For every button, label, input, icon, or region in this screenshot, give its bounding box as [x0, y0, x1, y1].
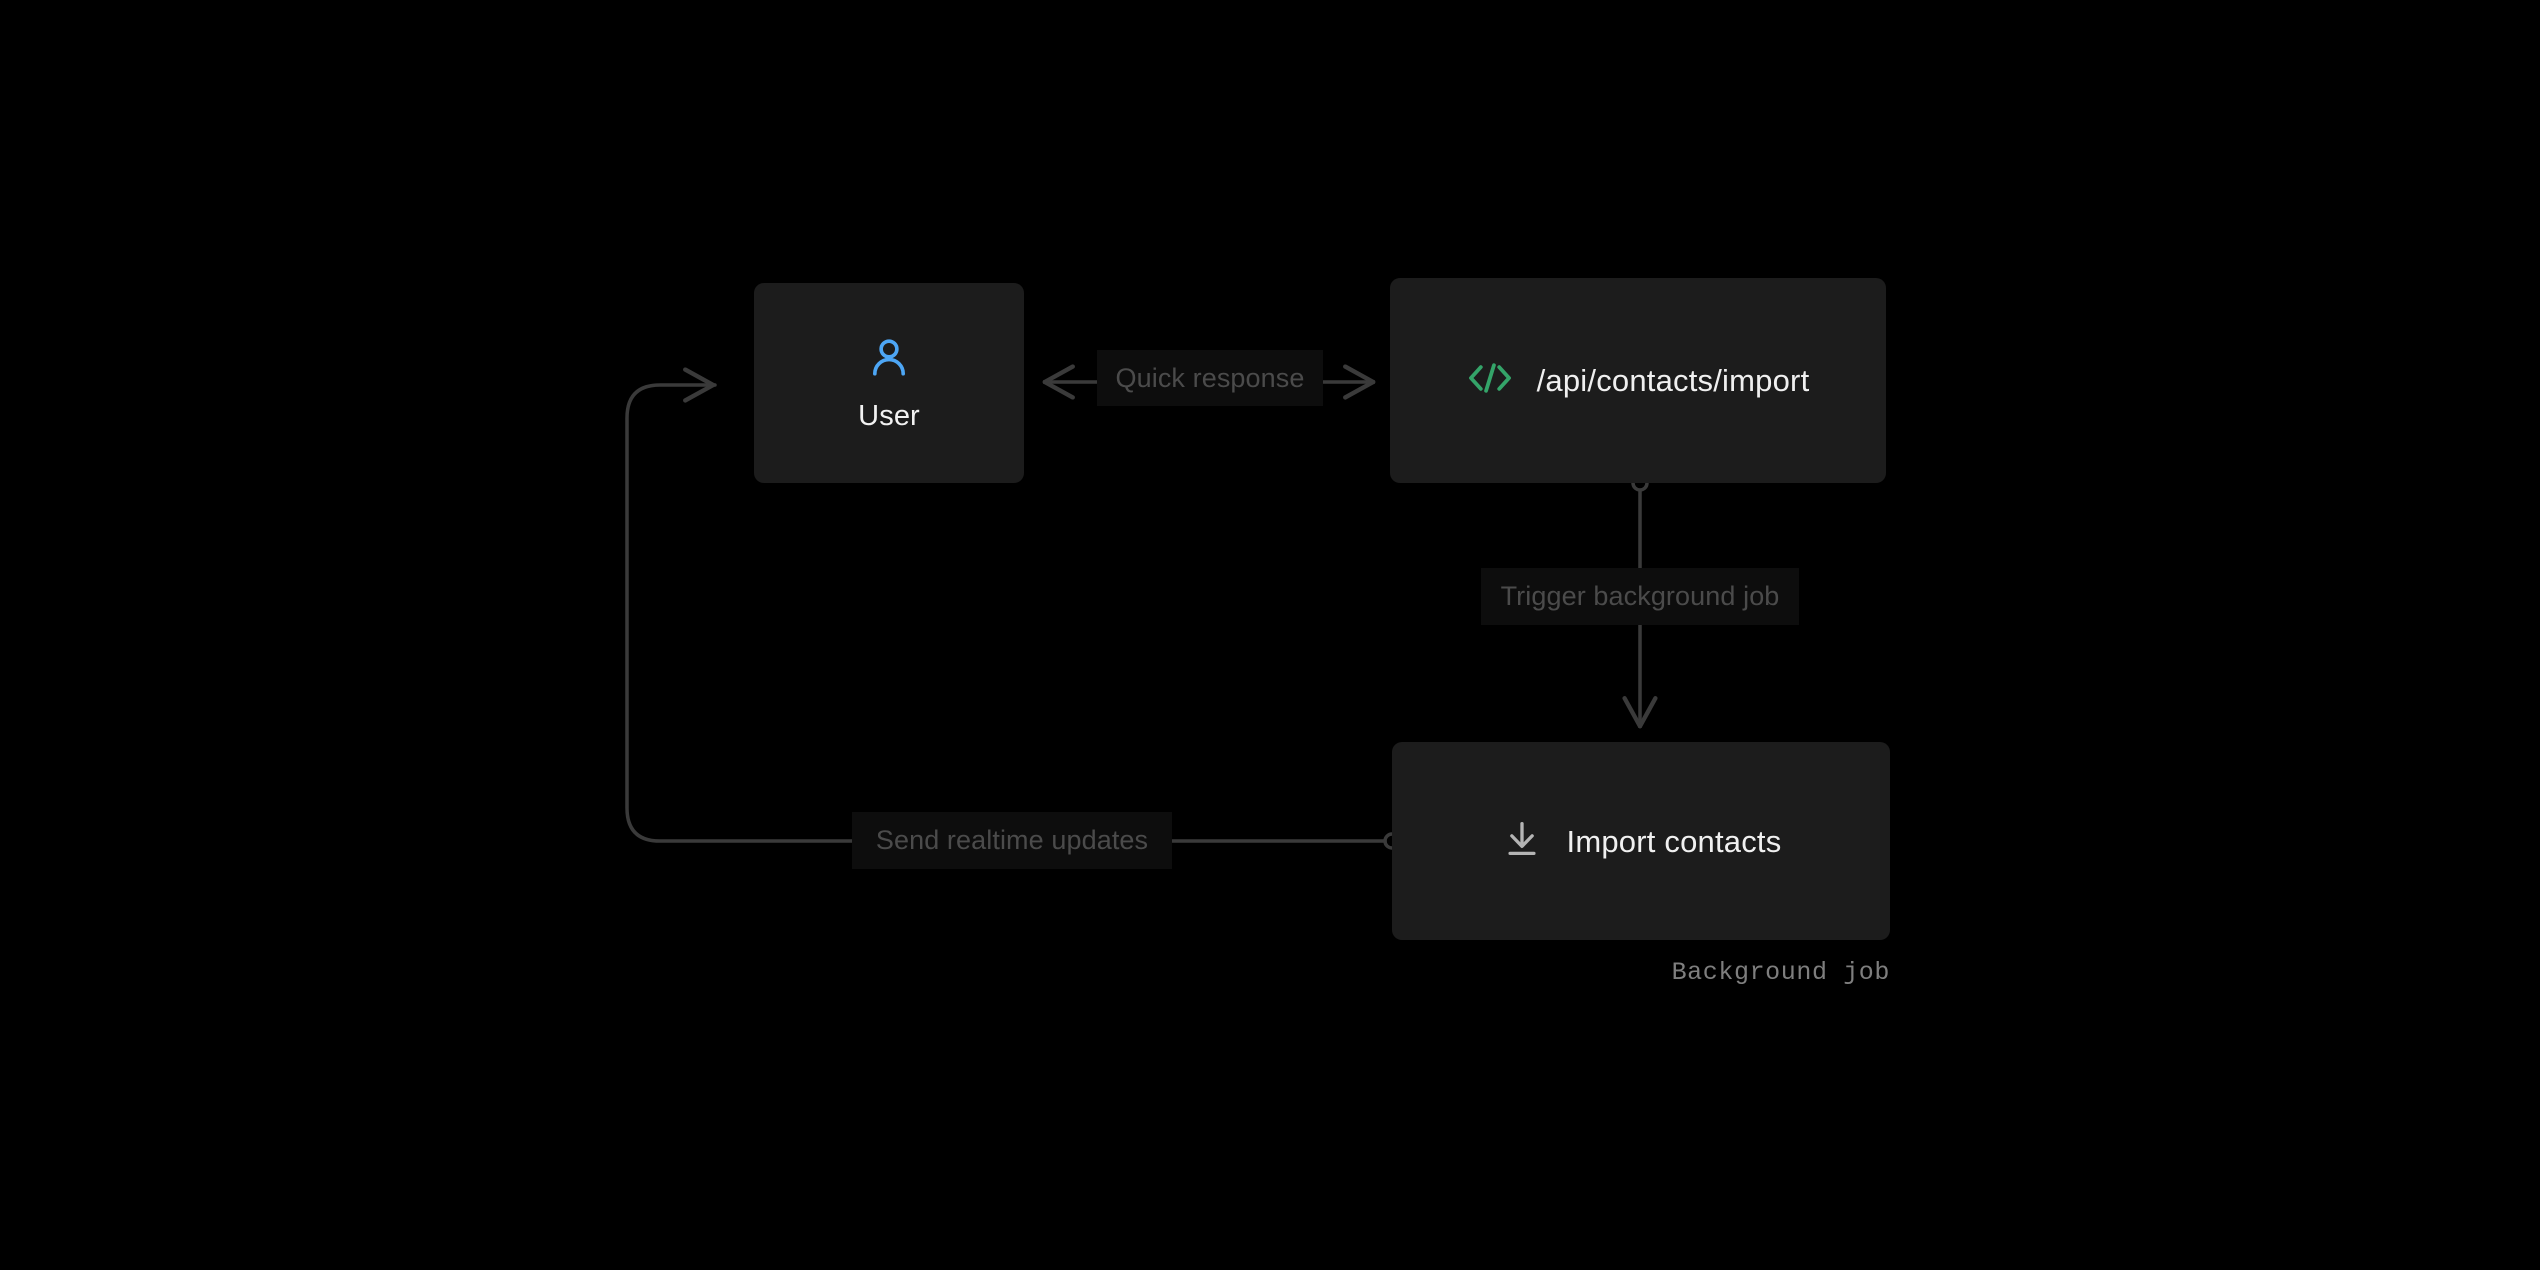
edge-label-quick-response: Quick response [1097, 350, 1323, 406]
edge-label-trigger-background-job: Trigger background job [1481, 568, 1799, 625]
node-import-contacts-label: Import contacts [1566, 823, 1782, 859]
edge-label-send-realtime-updates: Send realtime updates [852, 812, 1172, 869]
node-api-label: /api/contacts/import [1536, 363, 1810, 398]
node-api-endpoint[interactable]: /api/contacts/import [1390, 278, 1886, 483]
node-import-contacts-caption: Background job [1671, 958, 1890, 987]
user-icon [866, 335, 912, 386]
download-icon [1501, 818, 1543, 865]
node-user[interactable]: User [754, 283, 1024, 483]
code-brackets-icon [1467, 361, 1513, 400]
node-user-label: User [858, 400, 920, 432]
node-import-contacts[interactable]: Import contacts [1392, 742, 1890, 940]
